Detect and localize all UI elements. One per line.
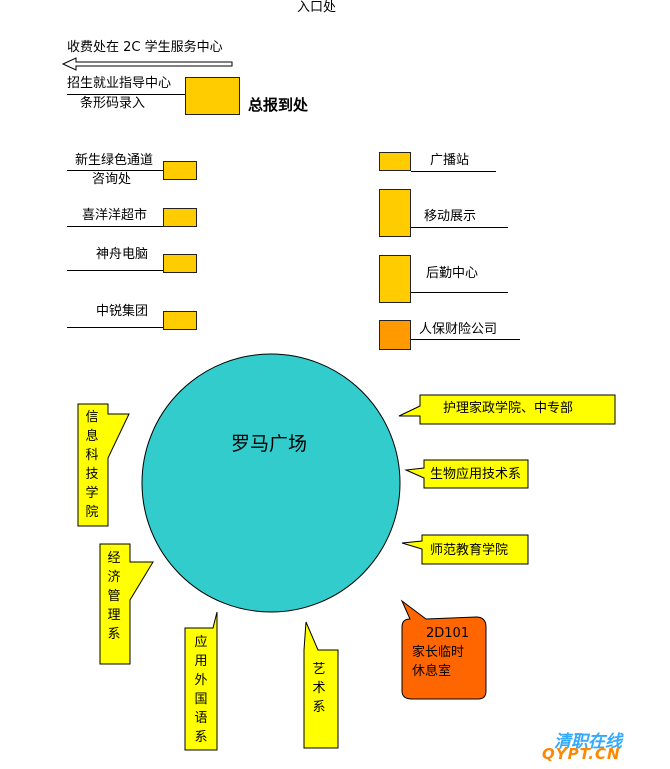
arts-dept-label: 艺术系 <box>312 662 326 715</box>
divider <box>67 226 163 227</box>
callout-shape <box>404 459 529 489</box>
booth-box <box>163 161 197 180</box>
plaza-label: 罗马广场 <box>231 433 308 455</box>
family-room-number: 2D101 <box>426 626 470 641</box>
callout-shape <box>99 543 154 665</box>
divider <box>67 270 163 271</box>
divider <box>67 94 185 95</box>
callout-shape <box>398 394 616 425</box>
booth-box <box>163 208 197 227</box>
family-room-label: 家长临时 <box>412 645 465 660</box>
registration-box <box>185 77 240 115</box>
biology-dept-label: 生物应用技术系 <box>430 467 522 482</box>
booth-box <box>379 255 411 303</box>
callout-shape <box>303 621 339 749</box>
watermark-domain: QYPT.CN <box>542 745 621 763</box>
radio-station-label: 广播站 <box>430 153 470 168</box>
left-arrow-icon <box>62 57 233 71</box>
divider <box>411 227 508 228</box>
callout-shape <box>401 534 529 565</box>
main-registration-label: 总报到处 <box>248 96 309 114</box>
divider <box>411 171 496 172</box>
watermark-text: 清职在线 <box>554 732 622 752</box>
family-room-label-2: 休息室 <box>412 664 452 679</box>
divider <box>411 339 520 340</box>
mobile-display-label: 移动展示 <box>424 209 477 224</box>
supermarket-label: 喜洋洋超市 <box>82 208 148 223</box>
green-channel-label-2: 咨询处 <box>92 172 132 187</box>
barcode-entry-label: 条形码录入 <box>80 96 146 111</box>
site-watermark: 清职在线 QYPT.CN <box>538 727 658 767</box>
insurance-label: 人保财险公司 <box>419 322 498 337</box>
callout-shape <box>77 403 130 527</box>
booth-box <box>379 189 411 237</box>
info-tech-college-label: 信息科技学院 <box>85 410 99 520</box>
green-channel-label: 新生绿色通道 <box>75 153 154 168</box>
divider <box>67 327 163 328</box>
divider <box>411 292 508 293</box>
guidance-center-label: 招生就业指导中心 <box>67 76 172 91</box>
booth-box <box>163 311 197 330</box>
shenzhou-label: 神舟电脑 <box>96 247 149 262</box>
plaza-circle <box>141 353 401 613</box>
divider <box>67 170 163 171</box>
logistics-center-label: 后勤中心 <box>426 266 479 281</box>
callout-shape <box>184 611 218 751</box>
booth-box <box>379 152 411 171</box>
booth-box <box>163 254 197 273</box>
entrance-label: 入口处 <box>297 0 337 15</box>
economics-dept-label: 经济管理系 <box>107 551 121 642</box>
zhongrui-label: 中锐集团 <box>96 304 149 319</box>
normal-education-label: 师范教育学院 <box>430 543 509 558</box>
insurance-box <box>379 320 411 350</box>
foreign-language-label: 应用外国语系 <box>194 635 208 745</box>
family-room-callout <box>400 599 487 700</box>
fee-office-label: 收费处在 2C 学生服务中心 <box>67 40 223 55</box>
nursing-college-label: 护理家政学院、中专部 <box>443 401 574 416</box>
